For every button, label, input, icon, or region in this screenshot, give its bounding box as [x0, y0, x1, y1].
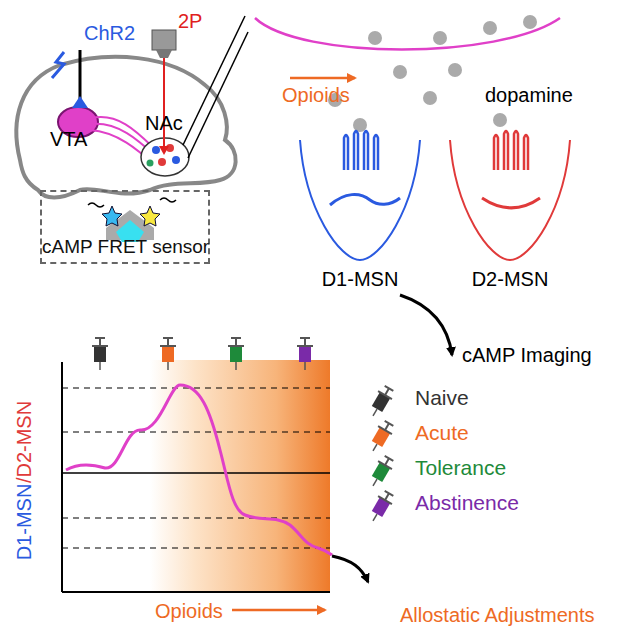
imaging-label: 2P: [178, 10, 202, 32]
axis-label: /D2-MSN: [13, 401, 35, 483]
legend-text: Acute: [415, 421, 469, 444]
box-label: cAMP FRET sensor: [42, 236, 208, 258]
region-label: NAc: [145, 112, 183, 134]
channel-label: ChR2: [84, 22, 135, 44]
cell-label: D1-MSN: [322, 268, 399, 290]
legend-text: Naive: [415, 386, 469, 409]
drug-label: Opioids: [282, 84, 350, 106]
conclusion-label: Allostatic Adjustments: [400, 604, 595, 626]
axis-label: Opioids: [155, 600, 223, 622]
axis-label: D1-MSN: [13, 483, 35, 560]
legend-text: Tolerance: [415, 456, 506, 479]
region-label: VTA: [50, 128, 87, 150]
legend-text: Abstinence: [415, 491, 519, 514]
molecule-label: dopamine: [485, 84, 573, 106]
cell-label: D2-MSN: [472, 268, 549, 290]
process-label: cAMP Imaging: [462, 344, 592, 366]
sensor-box: cAMP FRET sensor: [40, 190, 210, 264]
